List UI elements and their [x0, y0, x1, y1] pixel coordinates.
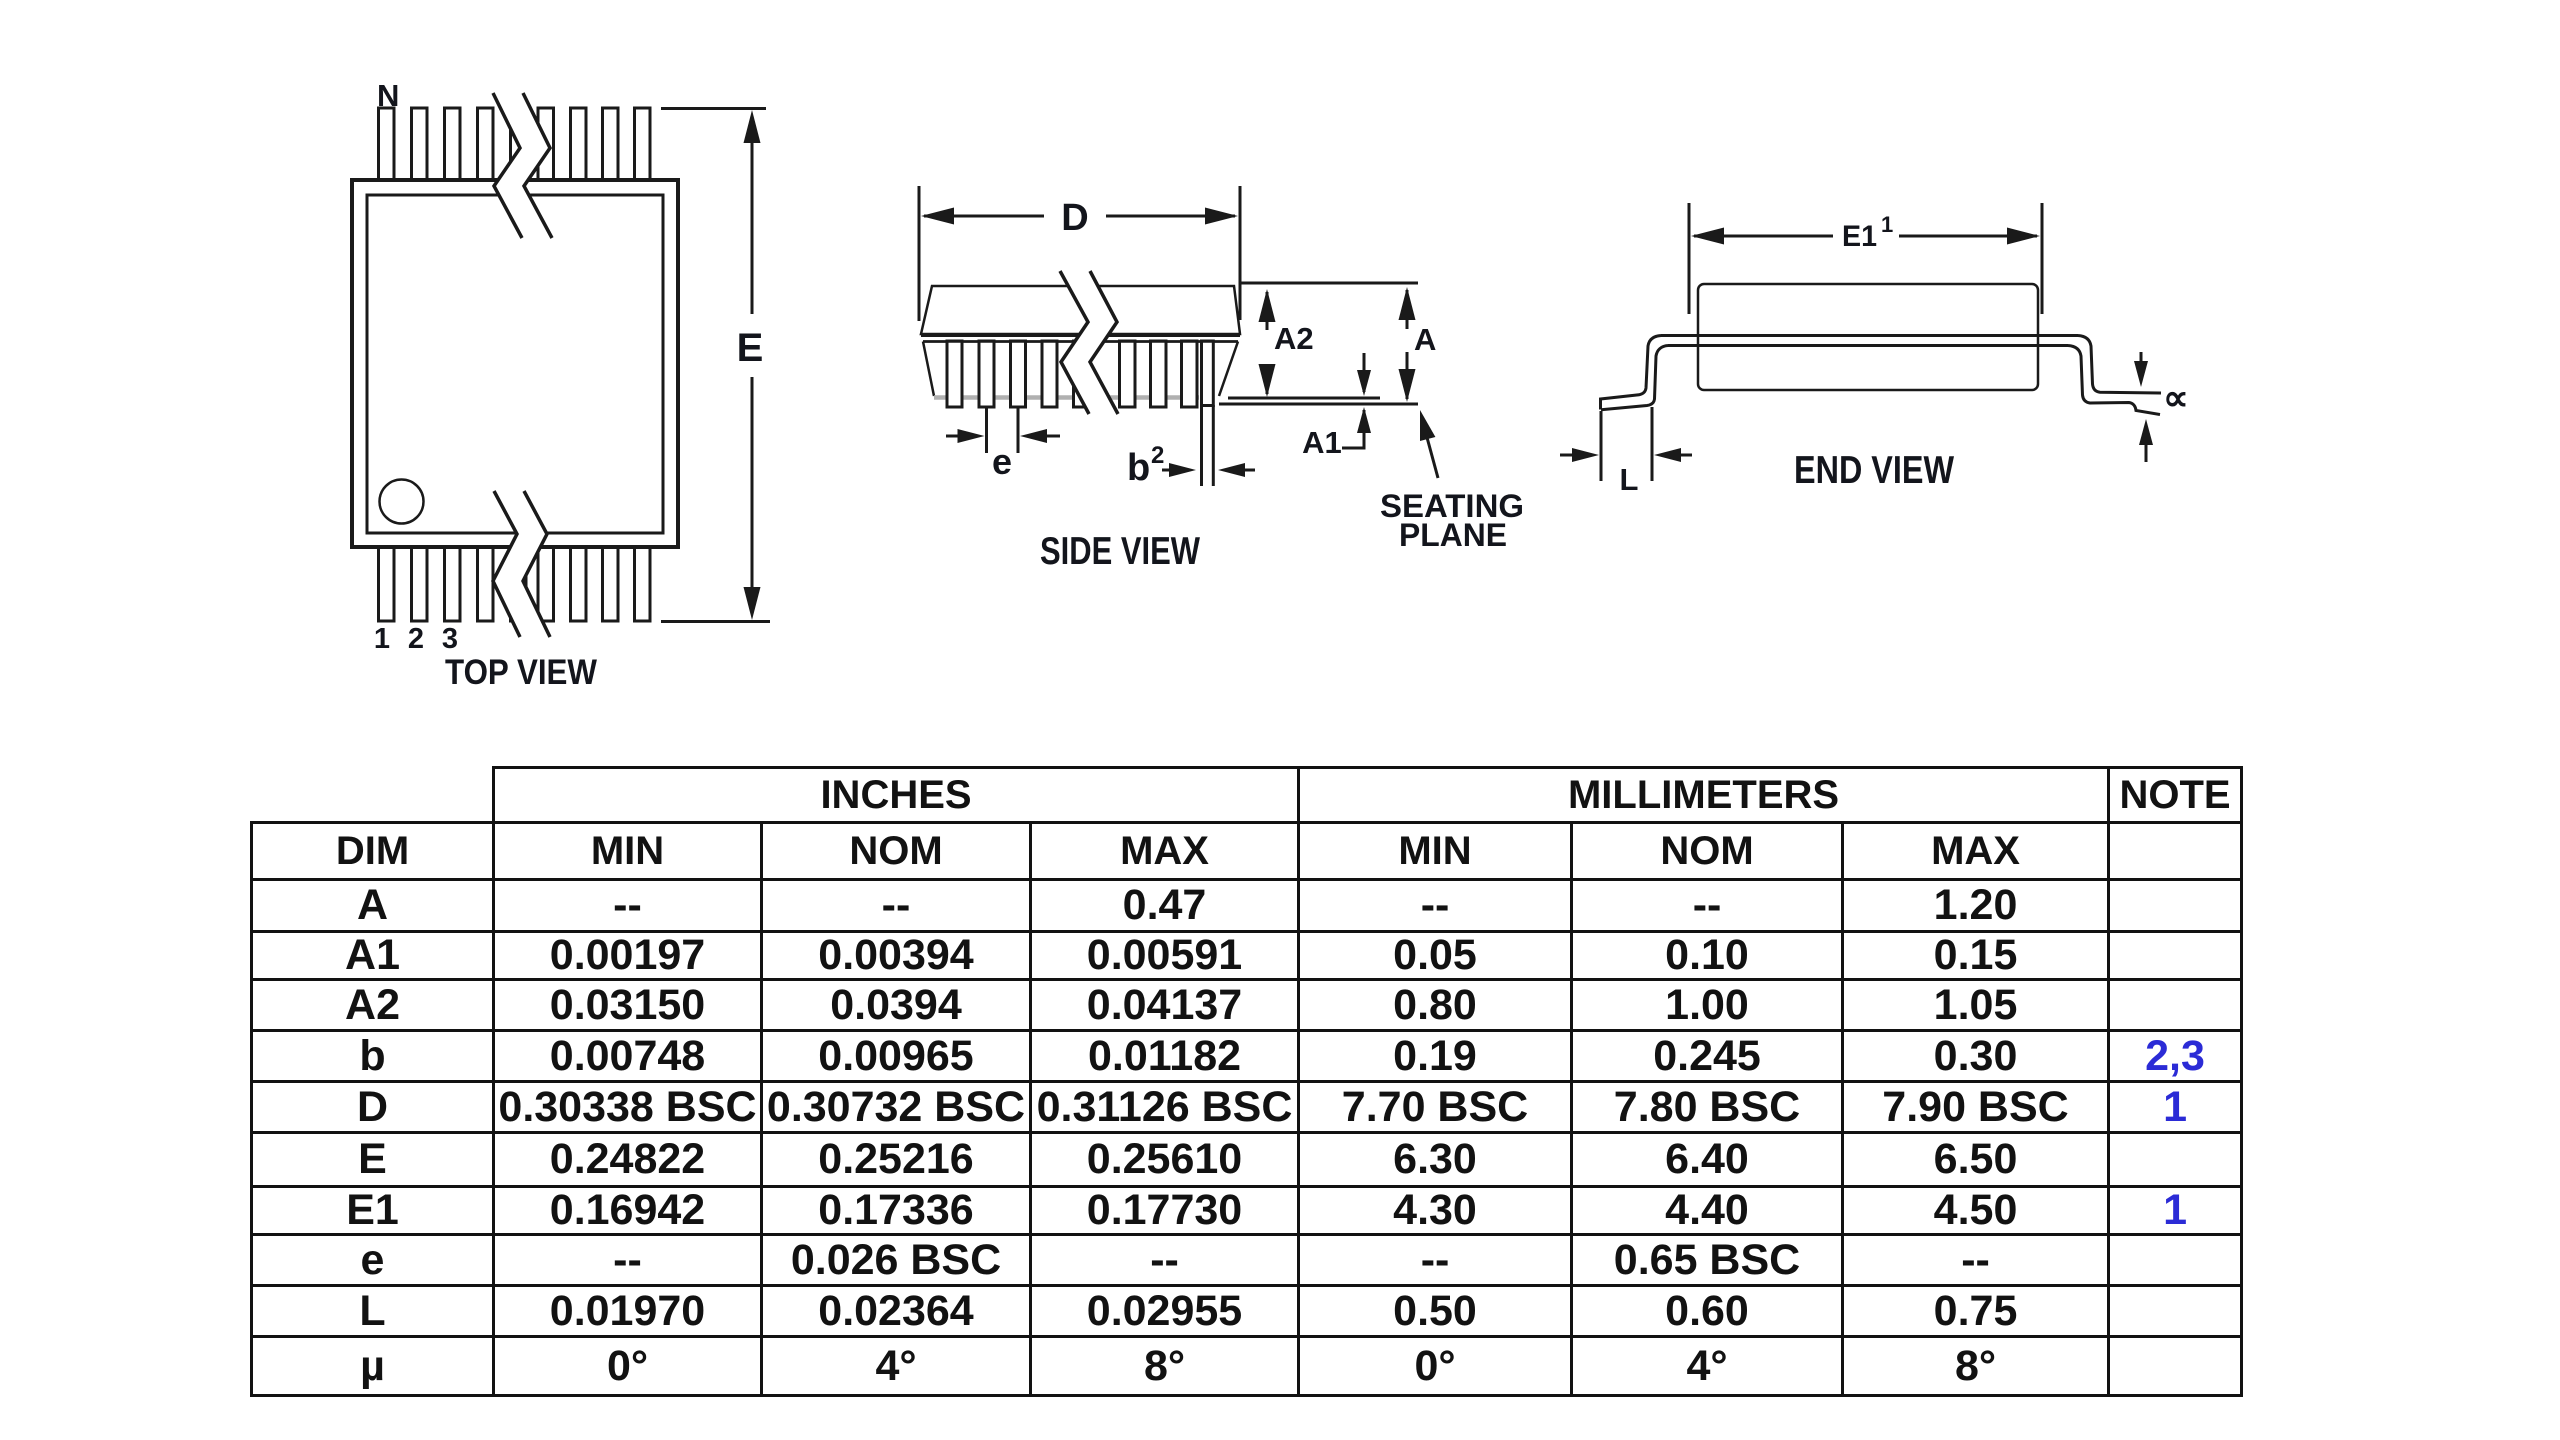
svg-text:b: b [1127, 447, 1150, 489]
svg-text:2: 2 [1151, 442, 1164, 469]
svg-text:SIDE VIEW: SIDE VIEW [1040, 530, 1200, 573]
svg-text:E1: E1 [1842, 220, 1877, 253]
svg-text:A2: A2 [1274, 321, 1314, 356]
svg-text:TOP VIEW: TOP VIEW [445, 653, 597, 692]
svg-text:E: E [737, 326, 764, 370]
svg-text:N: N [377, 78, 399, 113]
svg-text:A: A [1414, 322, 1436, 357]
svg-text:e: e [992, 441, 1012, 482]
svg-text:A1: A1 [1302, 425, 1342, 460]
svg-text:3: 3 [442, 623, 458, 655]
svg-text:1: 1 [374, 623, 390, 655]
svg-text:PLANE: PLANE [1399, 517, 1507, 553]
svg-text:∝: ∝ [2163, 377, 2189, 418]
svg-text:D: D [1061, 197, 1088, 239]
svg-text:2: 2 [408, 623, 424, 655]
svg-text:1: 1 [1881, 212, 1893, 237]
svg-text:END VIEW: END VIEW [1794, 449, 1954, 492]
svg-text:L: L [1620, 462, 1639, 497]
svg-text:SEATING: SEATING [1380, 488, 1524, 524]
